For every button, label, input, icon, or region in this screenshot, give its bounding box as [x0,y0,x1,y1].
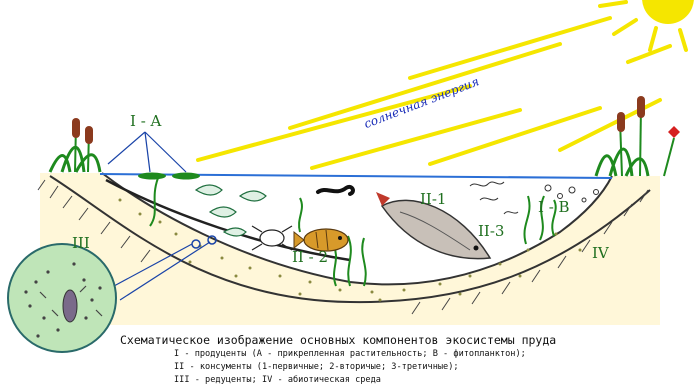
label-reducers: III [72,234,90,252]
caption-line-producers: I - продуценты (А - прикрепленная растит… [174,349,526,359]
label-abiotic: IV [592,244,609,262]
label-consumer-2: II - 2 [292,248,328,266]
sun-icon [600,0,694,50]
label-i-a-pointers [108,132,186,172]
phytoplankton-icon [470,182,599,214]
caption-title: Схематическое изображение основных компо… [120,333,556,347]
label-producers-a: I - A [130,112,161,130]
right-reeds-icon [596,96,680,176]
label-producers-b: I - B [538,198,570,216]
water-beetle-icon [252,226,292,250]
label-consumer-1: II-1 [420,190,446,208]
caption-line-consumers: II - консументы (1-первичные; 2-вторичые… [174,362,459,372]
label-consumer-3: II-3 [478,222,504,240]
caption-line-reducers-abiotic: III - редуценты; IV - абиотическая среда [174,375,381,385]
leech-icon [318,187,353,194]
left-reeds-icon [50,118,100,172]
